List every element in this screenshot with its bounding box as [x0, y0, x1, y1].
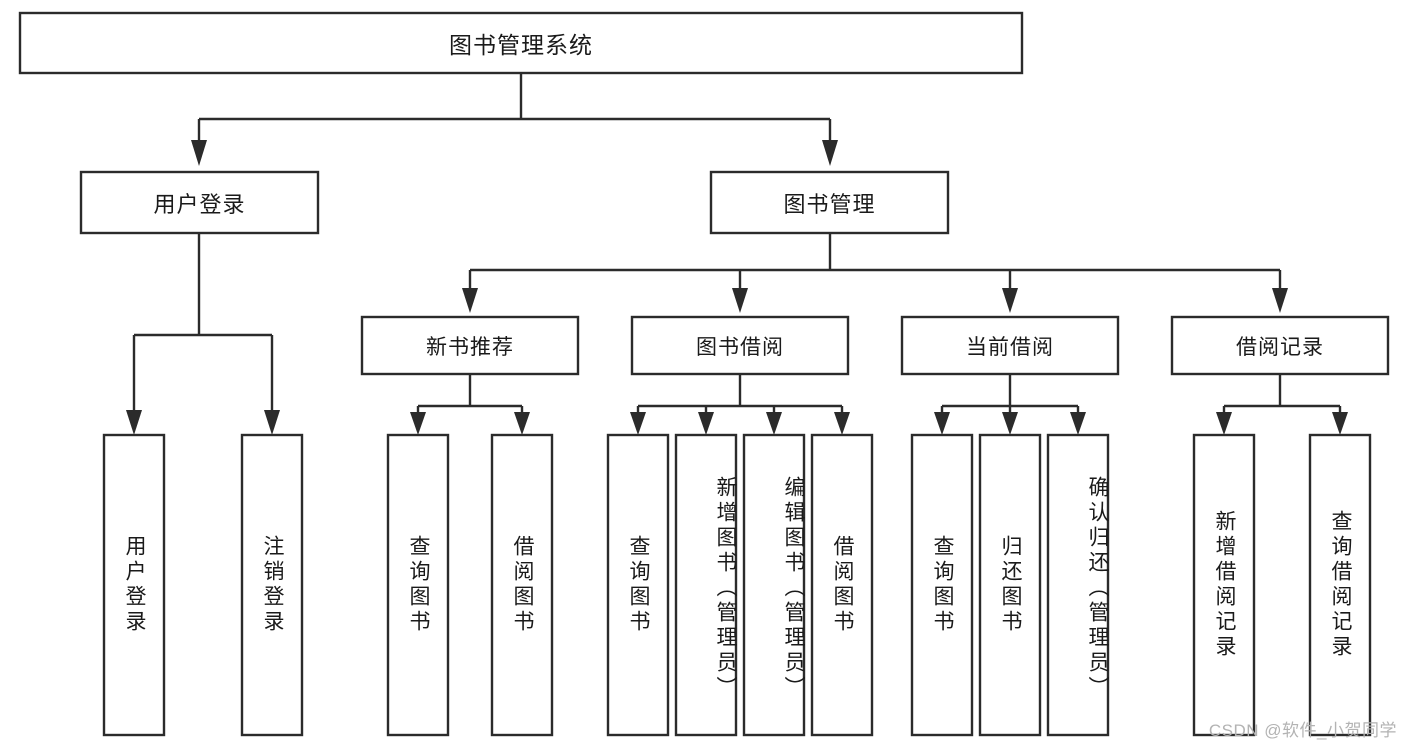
node-box-leaf-ul-0[interactable] — [102, 433, 166, 737]
connector-borrowrecord-to-leaves — [1216, 374, 1348, 435]
node-box-leaf-br-1[interactable] — [1308, 433, 1372, 737]
arrowhead-bb-1 — [698, 412, 714, 435]
arrowhead-cb-0 — [934, 412, 950, 435]
arrowhead-record — [1272, 288, 1288, 313]
arrowhead-borrow — [732, 288, 748, 313]
node-box-leaf-cb-0[interactable] — [910, 433, 974, 737]
node-box-leaf-bb-0[interactable] — [606, 433, 670, 737]
arrowhead-current — [1002, 288, 1018, 313]
arrowhead-cb-2 — [1070, 412, 1086, 435]
connector-bookborrow-to-leaves — [630, 374, 850, 435]
arrowhead-bb-0 — [630, 412, 646, 435]
arrowhead-bb-2 — [766, 412, 782, 435]
node-box-borrow-record[interactable] — [1170, 315, 1390, 376]
connector-userlogin-to-leaves — [126, 233, 280, 435]
node-box-user-login[interactable] — [79, 170, 320, 235]
node-box-leaf-cb-2[interactable] — [1046, 433, 1110, 737]
arrowhead-nb-1 — [514, 412, 530, 435]
node-box-leaf-bb-2[interactable] — [742, 433, 806, 737]
connector-newbook-to-leaves — [410, 374, 530, 435]
node-box-leaf-nb-1[interactable] — [490, 433, 554, 737]
arrowhead-ul-0 — [126, 410, 142, 435]
node-box-leaf-cb-1[interactable] — [978, 433, 1042, 737]
arrowhead-ul-1 — [264, 410, 280, 435]
node-box-book-borrow[interactable] — [630, 315, 850, 376]
node-box-leaf-ul-1[interactable] — [240, 433, 304, 737]
node-box-leaf-bb-1[interactable] — [674, 433, 738, 737]
connector-bookmgmt-to-level3 — [462, 233, 1288, 313]
arrowhead-new-book — [462, 288, 478, 313]
arrowhead-book-mgmt — [822, 140, 838, 166]
node-box-current-borrow[interactable] — [900, 315, 1120, 376]
node-box-new-book-recommend[interactable] — [360, 315, 580, 376]
node-box-leaf-nb-0[interactable] — [386, 433, 450, 737]
arrowhead-bb-3 — [834, 412, 850, 435]
arrowhead-br-0 — [1216, 412, 1232, 435]
node-box-root[interactable] — [18, 11, 1024, 75]
arrowhead-user-login — [191, 140, 207, 166]
node-box-leaf-br-0[interactable] — [1192, 433, 1256, 737]
arrowhead-nb-0 — [410, 412, 426, 435]
node-box-book-management[interactable] — [709, 170, 950, 235]
connector-root-to-level2 — [191, 73, 838, 166]
arrowhead-cb-1 — [1002, 412, 1018, 435]
node-box-leaf-bb-3[interactable] — [810, 433, 874, 737]
arrowhead-br-1 — [1332, 412, 1348, 435]
connector-currentborrow-to-leaves — [934, 374, 1086, 435]
